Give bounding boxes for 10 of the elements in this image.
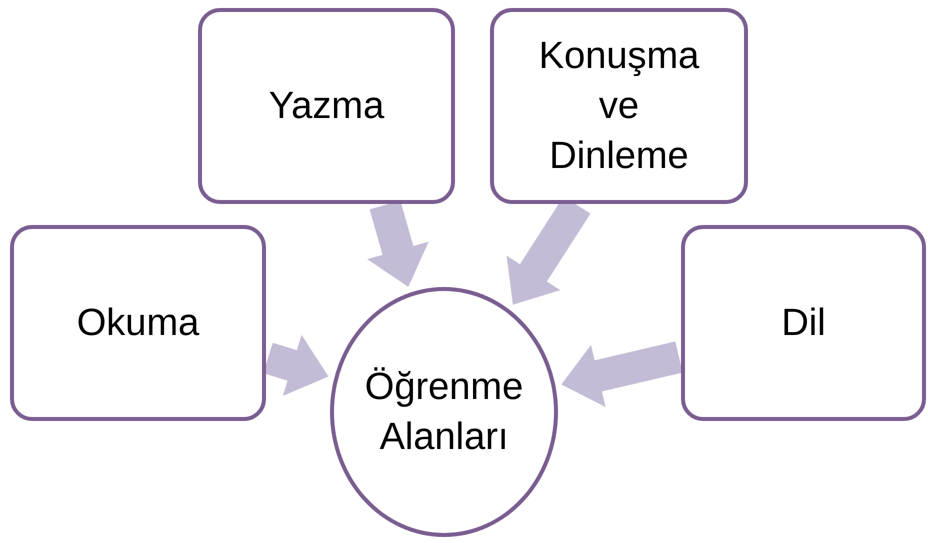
text-box xyxy=(681,225,926,421)
node-label: Yazma xyxy=(268,84,384,129)
text-box xyxy=(10,225,266,421)
text-box xyxy=(198,8,455,204)
text-box xyxy=(490,8,748,204)
node-label: Öğrenme Alanları xyxy=(364,364,524,460)
node-label: Konuşma ve Dinleme xyxy=(538,34,700,180)
node-label: Dil xyxy=(781,300,826,346)
block-arrow xyxy=(561,341,683,408)
node-label: Okuma xyxy=(76,300,200,346)
